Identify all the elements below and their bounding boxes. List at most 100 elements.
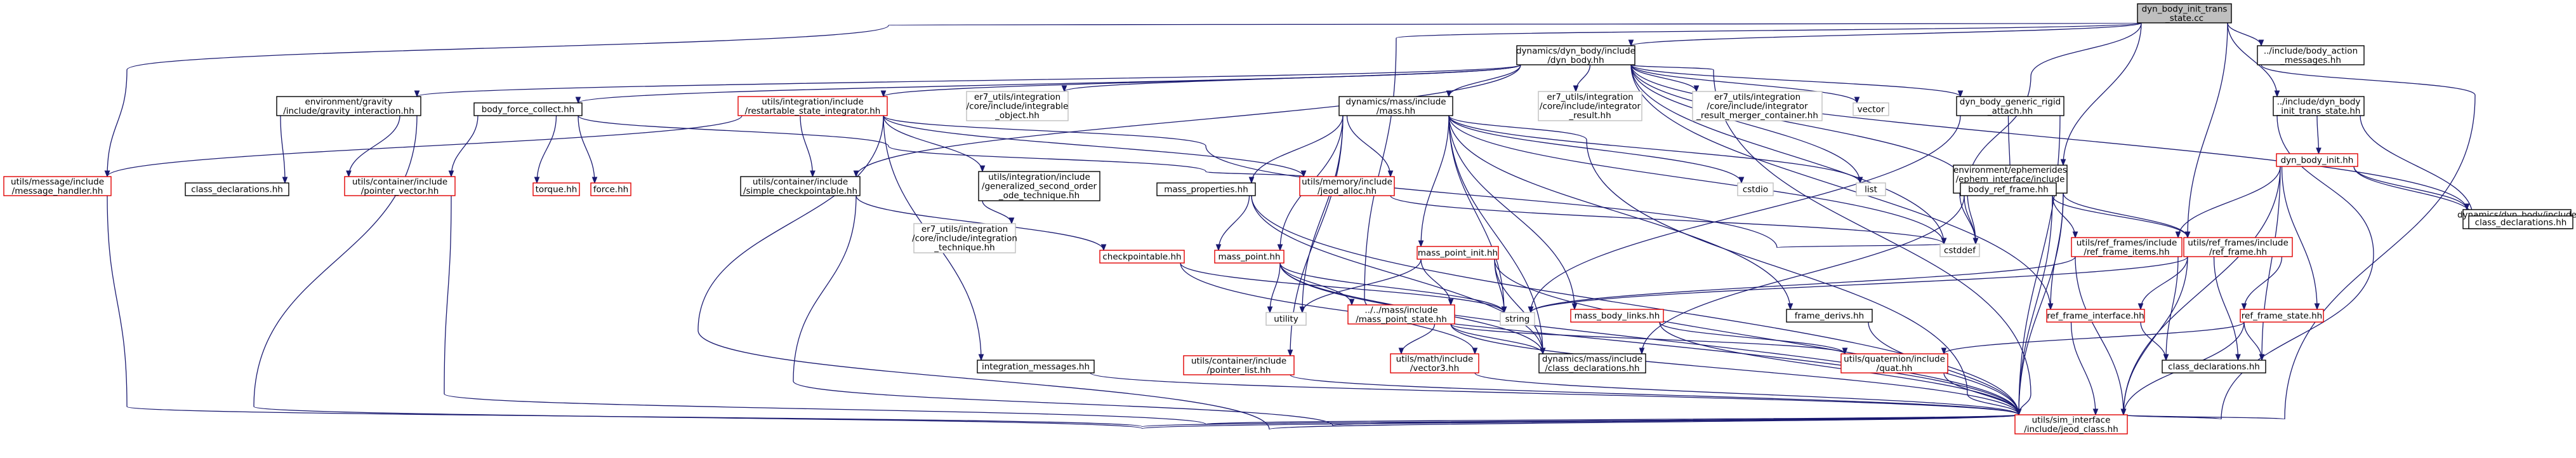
include-edge <box>1267 262 1281 314</box>
node-label: mass_properties.hh <box>1164 185 1248 195</box>
node-class-declarations-hh-b[interactable]: class_declarations.hh <box>2468 215 2573 229</box>
node-ref-frame-state-hh[interactable]: ref_frame_state.hh <box>2240 309 2324 323</box>
node-mass-point-hh[interactable]: mass_point.hh <box>1214 250 1285 264</box>
include-edge <box>1528 256 2188 314</box>
include-edge <box>444 195 2022 425</box>
node-ref-frame-hh[interactable]: utils/ref_frames/include/ref_frame.hh <box>2183 237 2293 257</box>
node-simple-checkpointable-hh[interactable]: utils/container/include/simple_checkpoin… <box>740 176 861 196</box>
node-label: dynamics/mass/include <box>1542 354 1642 364</box>
node-quat-hh[interactable]: utils/quaternion/include/quat.hh <box>1840 353 1948 374</box>
node-mass-point-init-hh[interactable]: mass_point_init.hh <box>1417 246 1499 260</box>
node-mass-hh[interactable]: dynamics/mass/include/mass.hh <box>1338 96 1453 116</box>
include-edge <box>2353 166 2470 211</box>
node-label: /dyn_body.hh <box>1547 55 1604 65</box>
include-edge <box>2075 256 2127 416</box>
node-force-hh[interactable]: force.hh <box>590 182 631 196</box>
node-label: torque.hh <box>536 185 578 195</box>
node-label: er7_utils/integration <box>1547 92 1633 102</box>
include-edge <box>2316 115 2322 155</box>
include-edge <box>2175 166 2281 239</box>
node-body-ref-frame-hh[interactable]: body_ref_frame.hh <box>1960 182 2057 196</box>
node-label: utils/container/include <box>352 177 447 187</box>
node-torque-hh[interactable]: torque.hh <box>532 182 580 196</box>
node-ref-frame-interface-hh[interactable]: ref_frame_interface.hh <box>2046 309 2145 323</box>
node-class-declarations-hh-c[interactable]: class_declarations.hh <box>2162 360 2266 374</box>
node-label: cstddef <box>1944 246 1976 256</box>
node-dyn-body-hh[interactable]: dynamics/dyn_body/include/dyn_body.hh <box>1516 45 1635 65</box>
node-integration-technique-hh: er7_utils/integration/core/include/integ… <box>912 223 1017 253</box>
node-checkpointable-hh[interactable]: checkpointable.hh <box>1099 250 1185 264</box>
node-mass-properties-hh[interactable]: mass_properties.hh <box>1156 182 1256 196</box>
node-body-action-messages-hh[interactable]: ../include/body_action_messages.hh <box>2257 45 2365 65</box>
node-jeod-class-hh[interactable]: utils/sim_interface/include/jeod_class.h… <box>2014 414 2128 434</box>
include-edge <box>448 115 479 178</box>
node-gravity-interaction-hh[interactable]: environment/gravity/include/gravity_inte… <box>276 96 421 116</box>
include-edge <box>2353 166 2476 217</box>
node-integrable-object-hh: er7_utils/integration/core/include/integ… <box>966 91 1069 121</box>
node-dyn-body-init-trans-state-cc[interactable]: dyn_body_init_trans_state.cc <box>2137 3 2232 24</box>
node-label: dyn_body_init.hh <box>2281 156 2354 166</box>
include-edge <box>2213 256 2241 361</box>
node-restartable-state-integrator-hh[interactable]: utils/integration/include/restartable_st… <box>737 96 888 116</box>
node-class-declarations-hh-a[interactable]: class_declarations.hh <box>185 182 289 196</box>
node-label: /mass_point_state.hh <box>1356 314 1447 325</box>
include-edge <box>1448 115 1863 184</box>
include-edge <box>2259 166 2281 361</box>
include-edge <box>1659 321 1848 355</box>
node-label: er7_utils/integration <box>974 92 1060 102</box>
node-cstddef: cstddef <box>1939 243 1980 257</box>
include-edge <box>1299 259 1422 314</box>
node-label: dynamics/mass/include <box>1345 97 1446 107</box>
node-cstdio: cstdio <box>1737 182 1774 196</box>
include-edge <box>2070 321 2099 416</box>
node-label: mass_body_links.hh <box>1575 311 1660 321</box>
node-label: _ode_technique.hh <box>998 191 1080 201</box>
node-ref-frame-items-hh[interactable]: utils/ref_frames/include/ref_frame_items… <box>2071 237 2183 257</box>
include-edge <box>1448 115 1578 311</box>
node-label: /core/include/integrator <box>1540 102 1641 112</box>
include-edge <box>2241 256 2283 311</box>
node-dyn-body-init-hh[interactable]: dyn_body_init.hh <box>2276 153 2358 167</box>
include-edge <box>1941 321 2245 355</box>
node-label: body_ref_frame.hh <box>1968 185 2049 195</box>
include-edge <box>1494 259 1507 314</box>
node-mass-point-state-hh[interactable]: ../../mass/include/mass_point_state.hh <box>1347 304 1455 325</box>
include-edge <box>1251 195 1546 355</box>
include-edge <box>280 115 288 184</box>
node-dyn-body-init-trans-state-hh[interactable]: ../include/dyn_body_init_trans_state.hh <box>2273 96 2365 116</box>
include-edge <box>414 64 1521 98</box>
include-edge <box>1943 372 2022 416</box>
include-edge <box>1450 323 1848 355</box>
node-pointer-list-hh[interactable]: utils/container/include/pointer_list.hh <box>1183 355 1295 375</box>
include-edge <box>1418 115 1450 248</box>
node-label: /ref_frame_items.hh <box>2084 247 2169 257</box>
include-edge <box>1346 115 1394 178</box>
node-body-force-collect-hh[interactable]: body_force_collect.hh <box>473 102 583 116</box>
node-label: _messages.hh <box>2280 55 2341 65</box>
node-frame-derivs-hh[interactable]: frame_derivs.hh <box>1786 309 1873 323</box>
node-label: _result_merger_container.hh <box>1696 111 1818 121</box>
include-edge <box>1180 262 2022 416</box>
include-edge <box>346 115 400 178</box>
node-label: utils/container/include <box>1191 356 1286 366</box>
node-label: /jeod_alloc.hh <box>1318 186 1377 196</box>
node-label: utils/integration/include <box>762 97 864 107</box>
node-generalized-second-order-ode-technique-hh[interactable]: utils/integration/include/generalized_se… <box>978 171 1100 201</box>
node-mass-class-declarations-hh[interactable]: dynamics/mass/include/class_declarations… <box>1538 353 1646 374</box>
node-label: _attach.hh <box>1987 106 2033 116</box>
node-label: /simple_checkpointable.hh <box>743 186 857 196</box>
include-edge <box>855 195 1107 252</box>
node-vector3-hh[interactable]: utils/math/include/vector3.hh <box>1390 353 1479 374</box>
node-integration-messages-hh[interactable]: integration_messages.hh <box>977 360 1095 374</box>
edges-layer <box>104 22 2476 430</box>
include-edge <box>2052 195 2191 239</box>
node-mass-body-links-hh[interactable]: mass_body_links.hh <box>1570 309 1664 323</box>
node-integrator-result-merger-container-hh: er7_utils/integration/core/include/integ… <box>1692 91 1823 121</box>
node-message-handler-hh[interactable]: utils/message/include/message_handler.hh <box>3 176 112 196</box>
node-jeod-alloc-hh[interactable]: utils/memory/include/jeod_alloc.hh <box>1299 176 1395 196</box>
include-edge <box>982 200 1015 225</box>
node-dyn-body-generic-rigid-attach-hh[interactable]: dyn_body_generic_rigid_attach.hh <box>1956 96 2064 116</box>
node-label: utils/integration/include <box>988 172 1090 182</box>
include-edge <box>2060 22 2142 166</box>
node-pointer-vector-hh[interactable]: utils/container/include/pointer_vector.h… <box>344 176 456 196</box>
